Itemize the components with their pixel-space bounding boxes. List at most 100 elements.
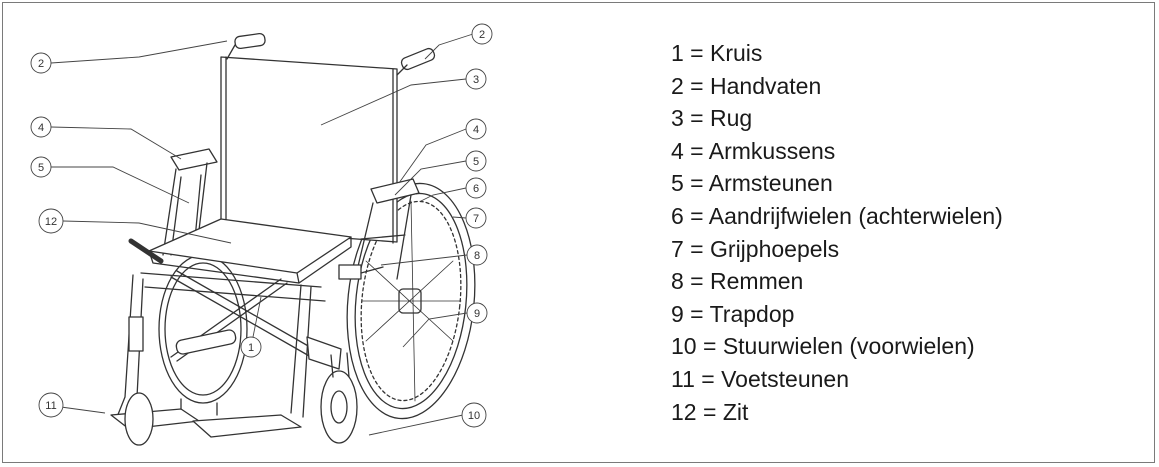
push-handles [226, 32, 436, 76]
leader-6 [420, 187, 467, 202]
legend-separator: = [683, 137, 709, 164]
legend-number: 5 [671, 170, 684, 197]
legend-label: Armsteunen [708, 170, 833, 197]
legend-number: 1 [671, 40, 684, 66]
legend-number: 6 [671, 202, 684, 229]
svg-text:8: 8 [474, 250, 480, 262]
legend-number: 2 [671, 72, 684, 99]
legend-separator: = [683, 300, 710, 327]
leader-5-right [394, 160, 467, 196]
legend-item: 10 = Stuurwielen (voorwielen) [671, 330, 1003, 363]
leader-5-left [51, 166, 190, 204]
legend-label: Armkussens [708, 137, 836, 164]
svg-text:2: 2 [479, 29, 485, 41]
callout-1: 1 [240, 336, 262, 358]
seat [128, 218, 352, 284]
leader-1 [252, 296, 262, 338]
svg-text:7: 7 [473, 213, 479, 225]
legend-label: Grijphoepels [710, 235, 840, 262]
cross-brace [140, 270, 326, 362]
callout-9: 9 [466, 302, 488, 324]
legend-separator: = [683, 105, 711, 132]
legend-item: 12 = Zit [671, 396, 1003, 429]
svg-text:4: 4 [473, 124, 479, 136]
callout-6: 6 [465, 177, 487, 199]
svg-text:11: 11 [45, 400, 56, 412]
callout-5-right: 5 [465, 150, 487, 172]
legend-separator: = [683, 72, 711, 99]
backrest [220, 56, 398, 244]
svg-text:10: 10 [468, 410, 480, 422]
svg-text:4: 4 [38, 122, 44, 134]
legend-separator: = [696, 398, 723, 425]
legend-separator: = [683, 202, 709, 229]
legend-item: 11 = Voetsteunen [671, 363, 1003, 396]
callout-2-left: 2 [30, 52, 52, 74]
legend-number: 8 [671, 268, 684, 295]
legend-item: 3 = Rug [671, 102, 1003, 135]
leader-2-left [50, 40, 228, 64]
legend-separator: = [683, 235, 711, 262]
legend-number: 9 [671, 300, 684, 327]
legend-label: Stuurwielen (voorwielen) [722, 333, 975, 360]
callout-11: 11 [38, 392, 64, 418]
callout-4-left: 4 [30, 116, 52, 138]
legend-separator: = [683, 268, 711, 295]
callout-7: 7 [465, 207, 487, 229]
legend-item: 4 = Armkussens [671, 135, 1003, 168]
legend-item: 8 = Remmen [671, 265, 1003, 298]
svg-text:1: 1 [248, 342, 254, 354]
callout-12: 12 [38, 208, 64, 234]
legend-separator: = [683, 40, 711, 66]
legend-item: 1 = Kruis [671, 37, 1003, 70]
callout-2-right: 2 [471, 23, 493, 45]
legend-label: Kruis [710, 40, 763, 66]
callout-3: 3 [465, 68, 487, 90]
legend-label: Remmen [710, 268, 804, 295]
legend-label: Handvaten [710, 72, 822, 99]
legend-item: 7 = Grijphoepels [671, 233, 1003, 266]
leader-12 [62, 220, 232, 244]
leader-9 [402, 312, 468, 348]
parts-legend: 1 = Kruis 2 = Handvaten 3 = Rug 4 = Armk… [671, 37, 1003, 428]
callout-8: 8 [466, 244, 488, 266]
leader-10 [368, 414, 464, 436]
legend-item: 2 = Handvaten [671, 70, 1003, 103]
svg-text:2: 2 [38, 58, 44, 70]
leader-8 [380, 254, 468, 266]
callout-5-left: 5 [30, 156, 52, 178]
legend-separator: = [683, 170, 709, 197]
leader-4-right [398, 128, 467, 184]
callout-10: 10 [461, 402, 487, 428]
legend-number: 12 [671, 398, 697, 425]
svg-text:5: 5 [473, 156, 479, 168]
legend-label: Rug [710, 105, 753, 132]
brake-assembly [338, 264, 384, 280]
legend-number: 10 [671, 333, 697, 360]
legend-label: Aandrijfwielen (achterwielen) [708, 202, 1003, 229]
leader-4-left [50, 126, 182, 160]
leader-3 [320, 78, 467, 126]
legend-number: 3 [671, 105, 684, 132]
wheelchair-drawing: 2 2 3 4 4 5 5 6 7 12 8 9 1 10 11 [21, 17, 521, 457]
callout-4-right: 4 [465, 118, 487, 140]
legend-separator: = [696, 333, 723, 360]
legend-label: Voetsteunen [721, 365, 850, 392]
svg-text:6: 6 [473, 183, 479, 195]
legend-number: 4 [671, 137, 684, 164]
svg-text:5: 5 [38, 162, 44, 174]
leader-11 [60, 406, 106, 414]
legend-item: 9 = Trapdop [671, 298, 1003, 331]
svg-text:3: 3 [473, 74, 479, 86]
legend-separator: = [694, 365, 722, 392]
legend-number: 11 [671, 365, 695, 392]
svg-text:9: 9 [474, 308, 480, 320]
caster-wheels [124, 352, 358, 446]
svg-text:12: 12 [45, 216, 57, 228]
front-frame [116, 274, 342, 418]
legend-number: 7 [671, 235, 684, 262]
legend-label: Zit [722, 398, 749, 425]
leader-2-right [424, 33, 474, 60]
wheelchair-illustration: 2 2 3 4 4 5 5 6 7 12 8 9 1 10 11 [30, 23, 493, 446]
